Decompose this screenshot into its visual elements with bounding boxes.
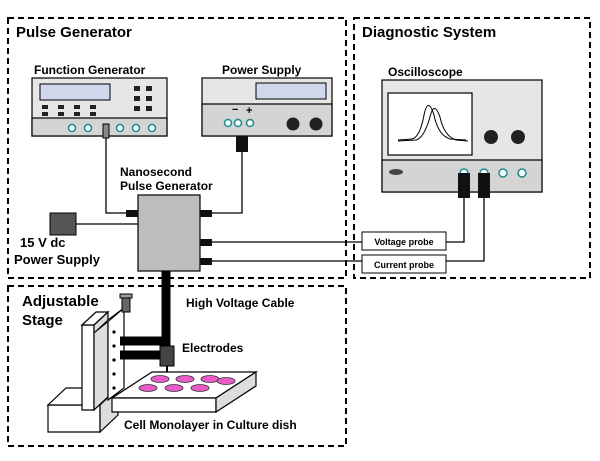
dc-supply-label-line2: Power Supply [14,252,101,267]
power-supply-label: Power Supply [222,63,302,77]
function-generator [31,77,168,139]
minus-sign-icon: − [232,104,238,116]
oscilloscope [381,79,543,198]
culture-plate [109,370,259,414]
keypad-icon [42,86,152,116]
current-probe-box [361,254,447,274]
diagnostic-system-title: Diagnostic System [362,24,496,41]
power-supply: − + [201,77,333,152]
oscilloscope-label: Oscilloscope [388,65,463,79]
voltage-probe-label: Voltage probe [374,237,433,247]
culture-dish-label: Cell Monolayer in Culture dish [124,418,297,432]
pulse-generator-label-line1: Nanosecond [120,165,192,179]
current-probe-label: Current probe [374,260,434,270]
stage-label-line2: Stage [22,312,63,329]
connection-wires [76,138,485,262]
voltage-probe-box [361,231,447,251]
dc-supply-label-line1: 15 V dc [20,235,66,250]
waveform-trace-2 [397,108,469,142]
pulse-generator-section [7,17,347,279]
function-generator-label: Function Generator [34,63,146,77]
pulse-generator-title: Pulse Generator [16,24,132,41]
nanosecond-pulse-generator [126,194,212,272]
plus-sign-icon: + [246,105,252,117]
electrodes-label: Electrodes [182,341,244,355]
stage-label-line1: Adjustable [22,293,99,310]
pulse-generator-label-line2: Pulse Generator [120,179,213,193]
dc-supply-block [49,212,77,236]
waveform-trace-1 [397,105,467,141]
adjustable-stage [46,293,175,434]
diagnostic-system-section [353,17,591,279]
hv-cable-label: High Voltage Cable [186,296,295,310]
stage-section [7,285,347,447]
